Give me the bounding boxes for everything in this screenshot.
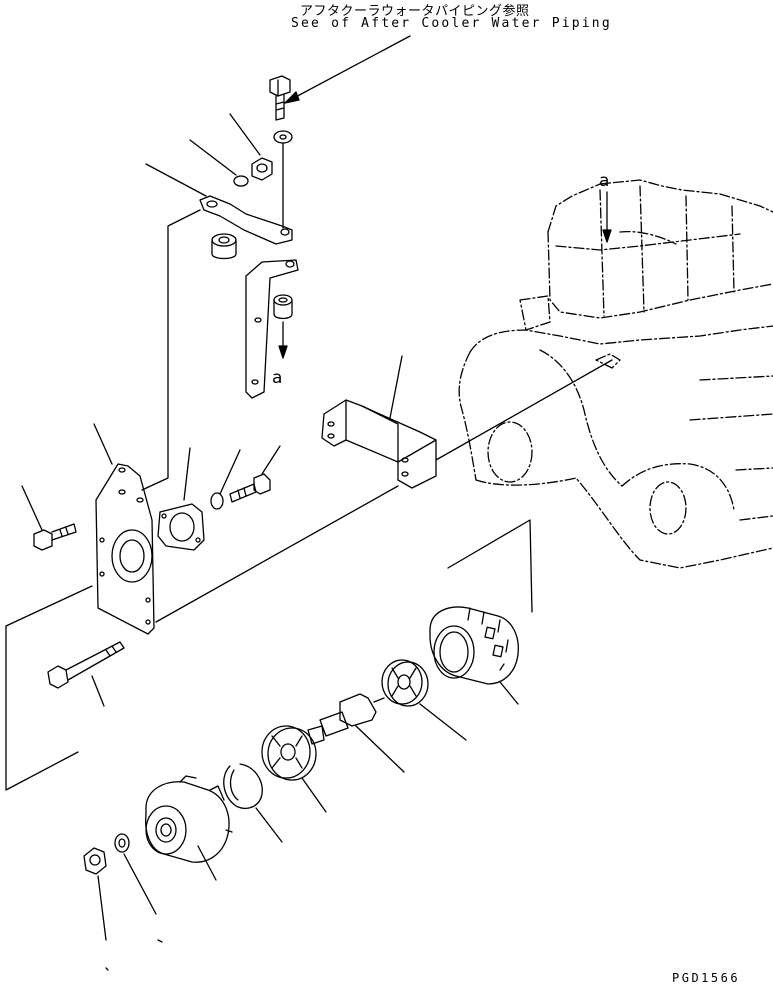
pump-body [144, 775, 233, 881]
coupling-element [381, 659, 467, 741]
spacer-block [321, 355, 437, 489]
long-bolt [47, 641, 125, 707]
nut-top [229, 113, 273, 181]
small-washer [189, 139, 249, 187]
mid-bolt [229, 445, 281, 503]
left-bolt [21, 485, 77, 551]
note-leader [284, 35, 411, 104]
washer-bottom [114, 833, 163, 943]
reference-note-japanese: アフタクーラウォータパイピング参照 [300, 4, 530, 19]
assembly-frame-lines [5, 519, 533, 791]
drive-shaft [307, 693, 405, 773]
nut-bottom [83, 847, 109, 971]
upper-bracket [141, 163, 293, 491]
l-bracket [245, 259, 299, 399]
spacer-collar [211, 233, 237, 260]
reference-marker-engine: a [599, 171, 610, 191]
reference-note-english: See of After Cooler Water Piping [291, 16, 612, 31]
coupling-housing [429, 606, 519, 705]
o-ring-small [210, 449, 241, 510]
washer-top [273, 130, 293, 229]
figure-code: PGD1566 [672, 971, 741, 985]
reference-marker-bracket: a [272, 368, 283, 388]
mounting-plate [93, 423, 399, 635]
water-pipe-line [435, 359, 613, 461]
coupling-element-2 [261, 725, 327, 813]
gasket [157, 447, 205, 551]
snap-ring [223, 763, 283, 843]
engine-block-outline [458, 179, 773, 569]
l-bracket-collar [273, 294, 293, 359]
engine-arrow [602, 191, 612, 243]
top-bolt [269, 75, 291, 121]
